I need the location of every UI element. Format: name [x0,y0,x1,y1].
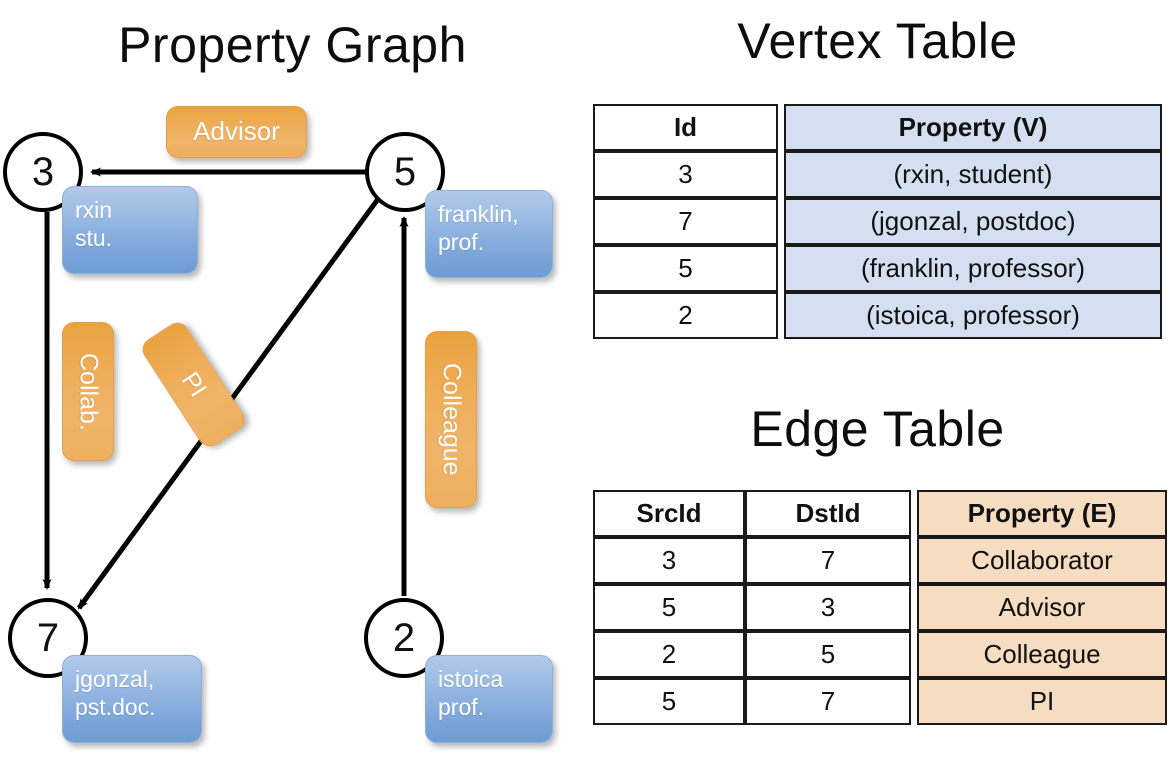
vertex-row-3-id: 2 [593,292,778,339]
table-row[interactable]: 2 (istoica, professor) [593,292,1162,339]
vertex-row-0-property: (rxin, student) [784,151,1162,198]
table-row[interactable]: 5 (franklin, professor) [593,245,1162,292]
edge-row-0-dst: 7 [745,537,911,584]
edge-table-column-gap [911,584,917,631]
edge-table-column-gap [911,678,917,725]
vertex-table-column-gap [778,245,784,292]
vertex-row-0-id: 3 [593,151,778,198]
vertex-table-header-property: Property (V) [784,104,1162,151]
edge-label-advisor: Advisor [166,106,307,158]
vertex-table-header-row: Id Property (V) [593,104,1162,151]
vertex-property-box-7: jgonzal, pst.doc. [62,655,202,743]
vertex-row-1-property: (jgonzal, postdoc) [784,198,1162,245]
table-row[interactable]: 3 (rxin, student) [593,151,1162,198]
vertex-property-box-2: istoica prof. [425,655,553,743]
vertex-7-role: pst.doc. [75,694,156,721]
edge-table-header-property: Property (E) [917,490,1167,537]
table-row[interactable]: 3 7 Collaborator [593,537,1167,584]
vertex-row-3-property: (istoica, professor) [784,292,1162,339]
property-graph-diagram: 3 5 7 2 rxin stu. franklin, prof. jgonza… [3,106,553,743]
edge-row-3-src: 5 [593,678,745,725]
edge-label-collab: Collab. [62,322,114,461]
vertex-3-role: stu. [75,225,113,252]
vertex-row-1-id: 7 [593,198,778,245]
edge-table-header-srcid: SrcId [593,490,745,537]
table-row[interactable]: 7 (jgonzal, postdoc) [593,198,1162,245]
page-title-edge-table: Edge Table [750,401,1005,457]
edge-row-1-src: 5 [593,584,745,631]
edge-row-3-dst: 7 [745,678,911,725]
edge-table-header-dstid: DstId [745,490,911,537]
vertex-table-header-id: Id [593,104,778,151]
vertex-7-name: jgonzal, [75,666,155,692]
vertex-table: Id Property (V) 3 (rxin, student) 7 (jgo… [593,104,1162,339]
table-row[interactable]: 5 7 PI [593,678,1167,725]
vertex-3-name: rxin [75,197,113,223]
edge-row-0-property: Collaborator [917,537,1167,584]
table-row[interactable]: 5 3 Advisor [593,584,1167,631]
edge-row-3-property: PI [917,678,1167,725]
page-title-property-graph: Property Graph [118,17,467,73]
vertex-table-column-gap [778,151,784,198]
edge-row-0-src: 3 [593,537,745,584]
graph-node-5[interactable]: 5 [365,132,445,212]
edge-row-1-dst: 3 [745,584,911,631]
edge-row-2-dst: 5 [745,631,911,678]
vertex-property-box-3: rxin stu. [62,186,198,274]
edge-table-column-gap [911,490,917,537]
edge-row-2-property: Colleague [917,631,1167,678]
edge-row-1-property: Advisor [917,584,1167,631]
vertex-table-column-gap [778,292,784,339]
edge-table-column-gap [911,537,917,584]
edge-table: SrcId DstId Property (E) 3 7 Collaborato… [593,490,1167,725]
vertex-table-column-gap [778,104,784,151]
vertex-row-2-property: (franklin, professor) [784,245,1162,292]
page-title-vertex-table: Vertex Table [737,13,1018,69]
vertex-5-name: franklin, [438,201,519,227]
edge-label-colleague: Colleague [425,331,477,508]
vertex-property-box-5: franklin, prof. [425,190,553,278]
graph-node-2[interactable]: 2 [364,598,444,678]
edge-table-column-gap [911,631,917,678]
edge-table-header-row: SrcId DstId Property (E) [593,490,1167,537]
table-row[interactable]: 2 5 Colleague [593,631,1167,678]
vertex-row-2-id: 5 [593,245,778,292]
edge-row-2-src: 2 [593,631,745,678]
vertex-table-column-gap [778,198,784,245]
vertex-2-name: istoica [438,666,504,692]
vertex-2-role: prof. [438,694,485,721]
vertex-5-role: prof. [438,229,485,256]
